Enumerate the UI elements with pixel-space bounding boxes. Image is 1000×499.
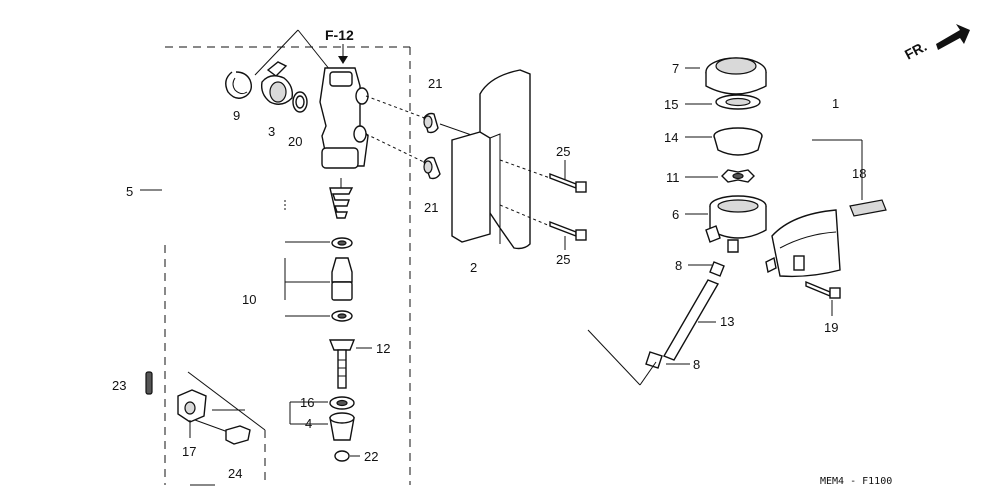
bracket-2-back [479,69,531,250]
callout-24: 24 [228,466,242,481]
callout-9: 9 [233,108,240,123]
clevis-pin [225,425,251,445]
reservoir-cover [771,209,841,278]
callout-7: 7 [672,61,679,76]
primary-cup-hole [337,240,347,246]
callout-20: 20 [288,134,302,149]
o-ring-20-inner [295,95,305,109]
callout-18: 18 [852,166,866,181]
collar-21-upper-face [423,115,433,129]
cylinder-lower-collar [321,147,359,169]
reservoir-hose-13 [662,279,720,361]
bracket-2-front [451,131,491,243]
callout-12: 12 [376,341,390,356]
front-arrow-icon [936,24,970,50]
reservoir-6-tab [705,225,721,243]
diagram-code: MEM4 - F1100 [820,476,892,487]
callout-1: 1 [832,96,839,111]
circlip-9 [225,71,253,99]
circlip-9-inner [232,77,248,95]
spring [329,187,354,219]
callout-2: 2 [470,260,477,275]
ref-label: F-12 [325,27,354,43]
callout-23: 23 [112,378,126,393]
bolt-25-upper-head [575,181,587,193]
callout-21-lower: 21 [424,200,438,215]
float-11-hole [732,172,744,180]
front-direction-label: FR. [902,38,929,63]
hose-clip-8-upper [709,261,725,277]
callout-25-upper: 25 [556,144,570,159]
clevis-pin-line [194,419,229,433]
callout-4: 4 [305,416,312,431]
push-rod-head [328,339,356,351]
screw-19-head [829,287,841,299]
clevis-leader [187,371,266,431]
hose-clip-8-lower [645,351,663,369]
bolt-25-lower-head [575,229,587,241]
mount-line-upper [365,95,431,121]
label-18 [849,199,887,217]
callout-22: 22 [364,449,378,464]
reservoir-cap-7-side [705,72,767,95]
callout-15: 15 [664,97,678,112]
callout-3: 3 [268,124,275,139]
clevis-hole [184,401,196,415]
cotter-pin-23 [145,371,153,395]
hose-nipple [266,61,288,77]
hose-leader-2 [297,29,331,71]
callout-17: 17 [182,444,196,459]
mount-line-lower [365,133,431,166]
callout-19: 19 [824,320,838,335]
callout-21-upper: 21 [428,76,442,91]
secondary-cup-hole [337,313,347,319]
inlet-joint-bore [269,81,287,103]
callout-13: 13 [720,314,734,329]
bracket-2-edge [489,133,501,244]
bolt-25-upper-shank [549,172,577,190]
piston-body [331,281,353,301]
callout-14: 14 [664,130,678,145]
callout-8-upper: 8 [675,258,682,273]
reservoir-6-opening [717,199,759,213]
ref-arrow-head [338,56,348,64]
piston-top [331,257,353,283]
reservoir-cover-tab [765,256,777,274]
push-rod [337,349,347,389]
callout-10: 10 [242,292,256,307]
cylinder-top-port [329,71,353,87]
callout-25-lower: 25 [556,252,570,267]
diaphragm-14-body [713,135,763,156]
reservoir-6-outlet [727,239,739,253]
hose-leader [254,29,299,76]
bolt-25-lower-shank [549,220,577,238]
collar-21-lower-face [423,160,433,174]
callout-16: 16 [300,395,314,410]
reservoir-cap-7-top [715,57,757,75]
bolt-25-upper-line [499,159,551,179]
hose-ref-line [587,329,641,386]
reservoir-cover-slot [793,255,805,271]
nut-22 [334,450,350,462]
mount-boss-lower [353,125,367,143]
reservoir-cover-edge [779,231,837,249]
plate-15-inner [725,97,751,107]
screw-19-shank [805,280,831,298]
callout-8-lower: 8 [693,357,700,372]
dust-boot-rim [329,412,355,424]
lock-nut-16-hole [336,399,348,407]
callout-11: 11 [666,170,680,185]
callout-6: 6 [672,207,679,222]
hose-ref-line-2 [639,361,657,386]
mount-boss-upper [355,87,369,105]
callout-5: 5 [126,184,133,199]
